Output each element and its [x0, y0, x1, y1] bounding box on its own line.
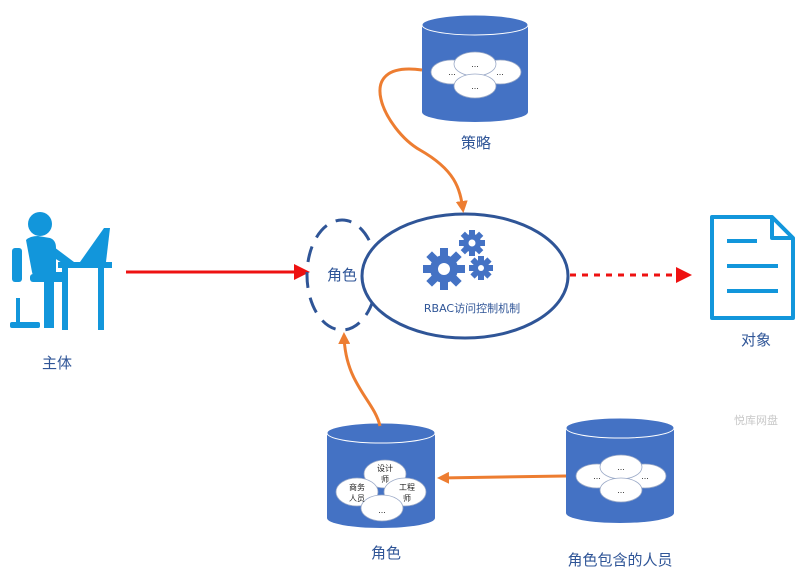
members-to-roles-arrow [437, 471, 567, 484]
role-designer-line2: 师 [381, 474, 389, 484]
roles-database-label: 角色 [371, 544, 401, 562]
policy-database: ... ... ... ... [421, 14, 529, 122]
policy-item: ... [471, 82, 479, 91]
role-more: ... [378, 506, 386, 515]
rbac-mechanism-label: RBAC访问控制机制 [424, 301, 520, 315]
role-engineer-line2: 师 [403, 493, 411, 503]
member-item: ... [593, 472, 601, 481]
person-at-desk-icon [10, 212, 112, 330]
rbac-mechanism-ellipse [360, 212, 570, 340]
policy-item: ... [471, 60, 479, 69]
member-item: ... [617, 463, 625, 472]
roles-to-role-arrow [338, 332, 382, 427]
role-designer-line1: 设计 [377, 463, 393, 473]
member-item: ... [641, 472, 649, 481]
subject-label: 主体 [42, 354, 72, 372]
role-business-line2: 人员 [349, 494, 365, 503]
policy-item: ... [496, 68, 504, 77]
members-database: ... ... ... ... [565, 417, 675, 523]
policy-item: ... [448, 68, 456, 77]
policy-to-mechanism-arrow [378, 67, 468, 213]
roles-database: 设计 师 商务 人员 工程 师 ... [326, 422, 436, 528]
members-database-label: 角色包含的人员 [567, 551, 672, 569]
document-icon [710, 215, 795, 320]
role-engineer-line1: 工程 [399, 483, 415, 492]
policy-label: 策略 [461, 134, 491, 152]
watermark: 悦库网盘 [734, 413, 778, 427]
role-label: 角色 [327, 266, 357, 284]
member-item: ... [617, 486, 625, 495]
object-label: 对象 [741, 331, 771, 349]
role-business-line1: 商务 [349, 482, 365, 492]
